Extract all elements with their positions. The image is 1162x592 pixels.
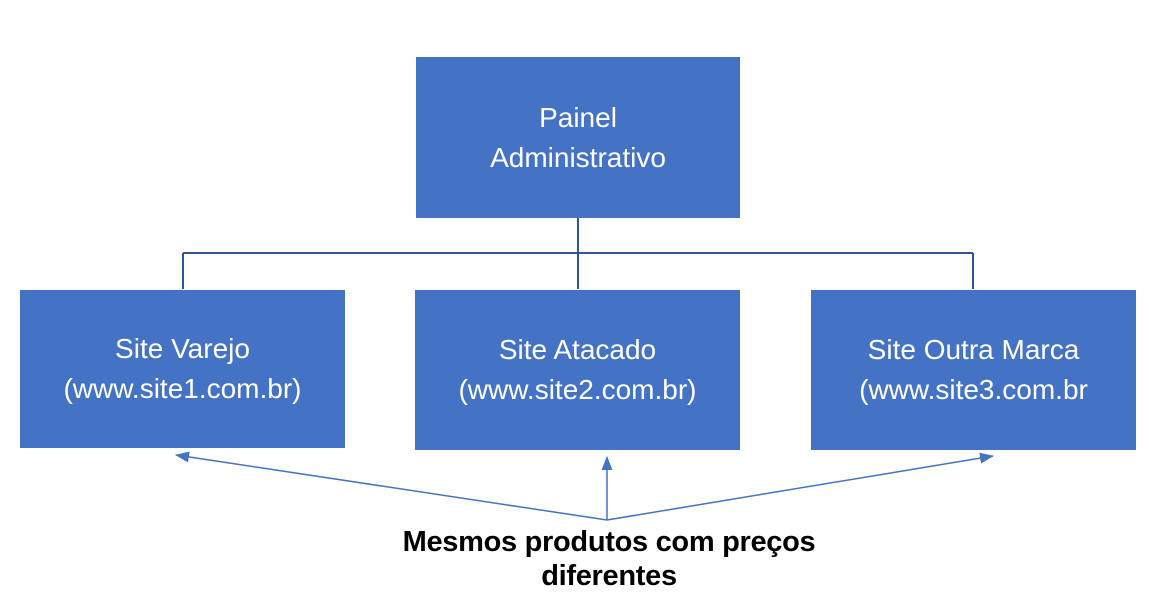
node-painel-administrativo: Painel Administrativo (416, 57, 740, 218)
node-title-line2: Administrativo (490, 141, 666, 173)
site-name: Site Atacado (498, 334, 657, 365)
node-site-varejo: Site Varejo (www.site1.com.br) (20, 290, 345, 448)
arrow-to-site-varejo (175, 451, 608, 521)
node-site-atacado: Site Atacado (www.site2.com.br) (415, 290, 740, 450)
site-name: Site Varejo (115, 333, 250, 364)
site-url: (www.site3.com.br (859, 374, 1088, 405)
arrow-to-site-outra-marca (606, 452, 994, 521)
caption: Mesmos produtos com preços diferentes (402, 526, 816, 592)
site-name: Site Outra Marca (867, 334, 1080, 365)
site-url: (www.site2.com.br) (458, 374, 697, 405)
site-url: (www.site1.com.br) (63, 373, 302, 404)
tree-connector (182, 218, 974, 289)
node-site-outra-marca: Site Outra Marca (www.site3.com.br (811, 290, 1136, 450)
node-title-line1: Painel (539, 101, 617, 133)
